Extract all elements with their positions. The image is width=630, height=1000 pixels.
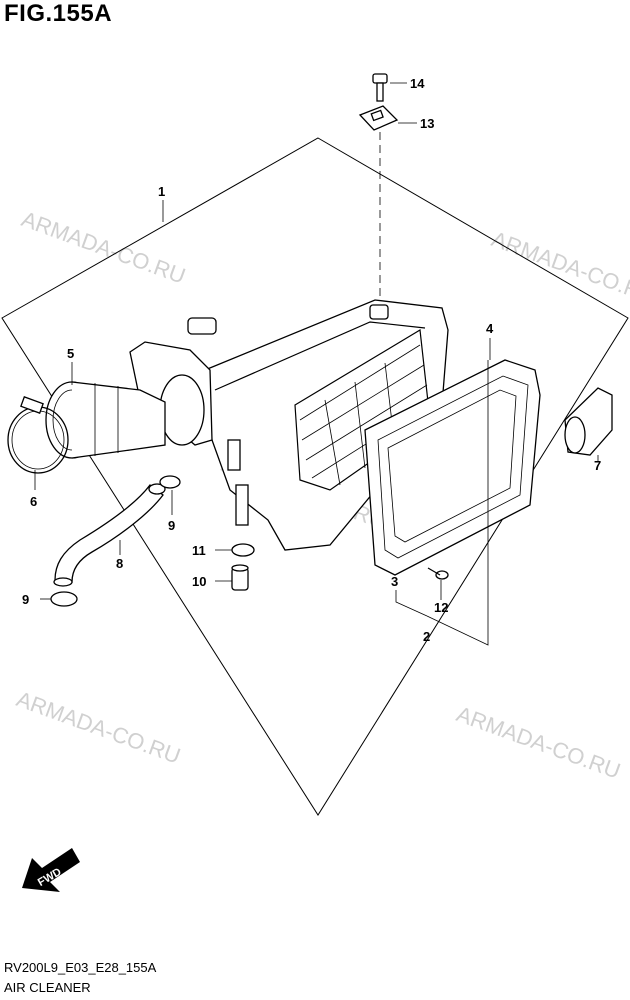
filter-element (364, 359, 541, 576)
callout-12: 12 (434, 600, 448, 615)
bolt-and-clip (358, 73, 399, 310)
drain-hose (53, 483, 166, 587)
intake-duct (45, 381, 166, 459)
watermark-4: ARMADA-CO.RU (13, 686, 184, 768)
callout-9-upper: 9 (168, 518, 175, 533)
leader-lines (34, 82, 599, 646)
forward-arrow: FWD (22, 848, 80, 892)
section-name: AIR CLEANER (4, 980, 91, 995)
callout-6: 6 (30, 494, 37, 509)
figure-title: FIG.155A (4, 0, 113, 27)
callout-1: 1 (158, 184, 165, 199)
callout-5: 5 (67, 346, 74, 361)
callout-14: 14 (410, 76, 425, 91)
callout-13: 13 (420, 116, 434, 131)
callout-4: 4 (486, 321, 494, 336)
callout-8: 8 (116, 556, 123, 571)
hose-clip-upper (159, 475, 181, 489)
hose-clamp (7, 396, 69, 474)
clip-11 (231, 543, 255, 557)
drain-plug (231, 564, 249, 591)
callout-2: 2 (423, 629, 430, 644)
screw (427, 567, 449, 580)
callout-7: 7 (594, 458, 601, 473)
diagram-code: RV200L9_E03_E28_155A (4, 960, 157, 975)
watermark-2: ARMADA-CO.RU (488, 226, 630, 308)
air-cleaner-case (129, 299, 449, 551)
callout-numbers: 1 2 3 4 5 6 7 8 9 9 10 11 12 13 14 (22, 76, 601, 644)
callout-3: 3 (391, 574, 398, 589)
watermark-5: ARMADA-CO.RU (453, 701, 624, 783)
callout-11: 11 (192, 543, 206, 558)
hose-clip-lower (50, 591, 78, 607)
assembly-boundary (1, 137, 629, 816)
outlet-cap (564, 387, 613, 456)
callout-10: 10 (192, 574, 206, 589)
callout-9-lower: 9 (22, 592, 29, 607)
